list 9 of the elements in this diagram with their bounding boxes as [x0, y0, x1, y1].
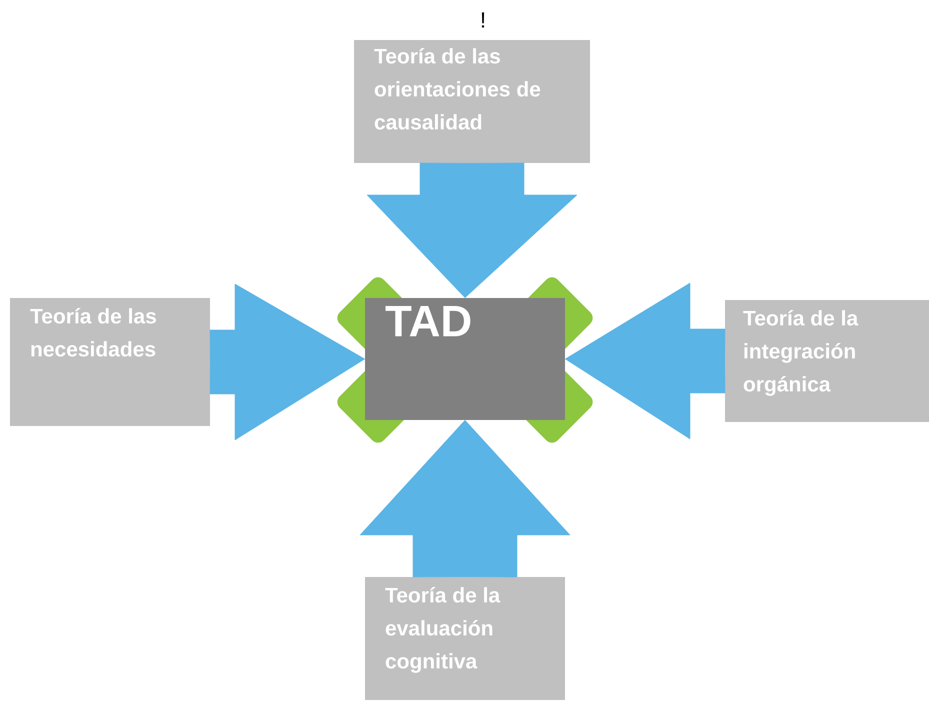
theory-box: Teoría de la integración orgánica	[725, 300, 929, 422]
theory-box: Teoría de las necesidades	[10, 298, 210, 426]
block-arrow	[564, 282, 726, 440]
block-arrow	[360, 420, 570, 578]
block-arrow	[366, 162, 578, 298]
center-box: TAD	[365, 298, 565, 420]
theory-box: Teoría de la evaluación cognitiva	[365, 576, 565, 700]
theory-box: Teoría de las orientaciones de causalidad	[354, 40, 590, 163]
block-arrow	[210, 284, 366, 440]
